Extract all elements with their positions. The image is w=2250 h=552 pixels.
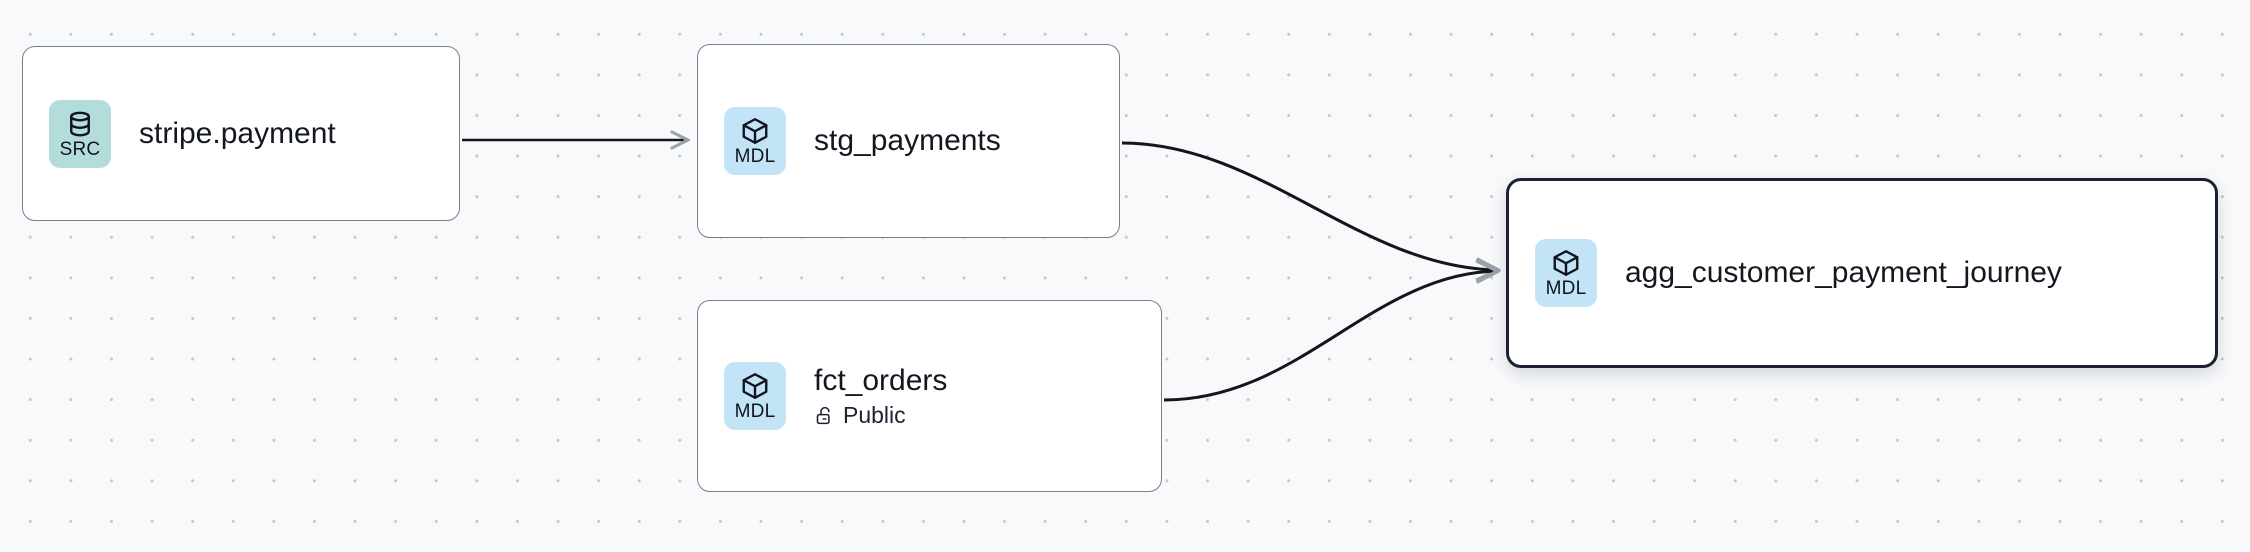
unlock-icon xyxy=(814,405,835,426)
cube-icon xyxy=(1551,248,1581,278)
node-type-badge-mdl: MDL xyxy=(1535,239,1597,307)
database-icon xyxy=(65,109,95,139)
node-agg-customer-payment-journey[interactable]: MDL agg_customer_payment_journey xyxy=(1506,178,2218,368)
node-title: stripe.payment xyxy=(139,116,336,150)
node-stg-payments[interactable]: MDL stg_payments xyxy=(697,44,1120,238)
edge-fct-to-agg xyxy=(1163,271,1498,402)
node-type-badge-mdl: MDL xyxy=(724,107,786,175)
badge-label: SRC xyxy=(59,138,101,160)
badge-label: MDL xyxy=(734,146,776,167)
edge-stg-to-agg xyxy=(1121,141,1498,270)
node-title: fct_orders xyxy=(814,364,948,397)
node-visibility: Public xyxy=(814,402,947,428)
badge-label: MDL xyxy=(1545,278,1587,299)
node-type-badge-mdl: MDL xyxy=(724,362,786,430)
node-fct-orders[interactable]: MDL fct_orders Public xyxy=(697,300,1162,492)
node-body: stripe.payment xyxy=(139,117,336,151)
node-type-badge-src: SRC xyxy=(49,99,111,168)
node-body: agg_customer_payment_journey xyxy=(1625,256,2062,290)
cube-icon xyxy=(740,116,770,146)
badge-label: MDL xyxy=(734,401,776,422)
visibility-label: Public xyxy=(843,402,906,428)
node-title: stg_payments xyxy=(814,124,1001,157)
node-stripe-payment[interactable]: SRC stripe.payment xyxy=(22,46,460,221)
node-body: fct_orders Public xyxy=(814,364,947,428)
cube-icon xyxy=(740,371,770,401)
node-title: agg_customer_payment_journey xyxy=(1625,256,2062,289)
node-body: stg_payments xyxy=(814,124,1001,158)
